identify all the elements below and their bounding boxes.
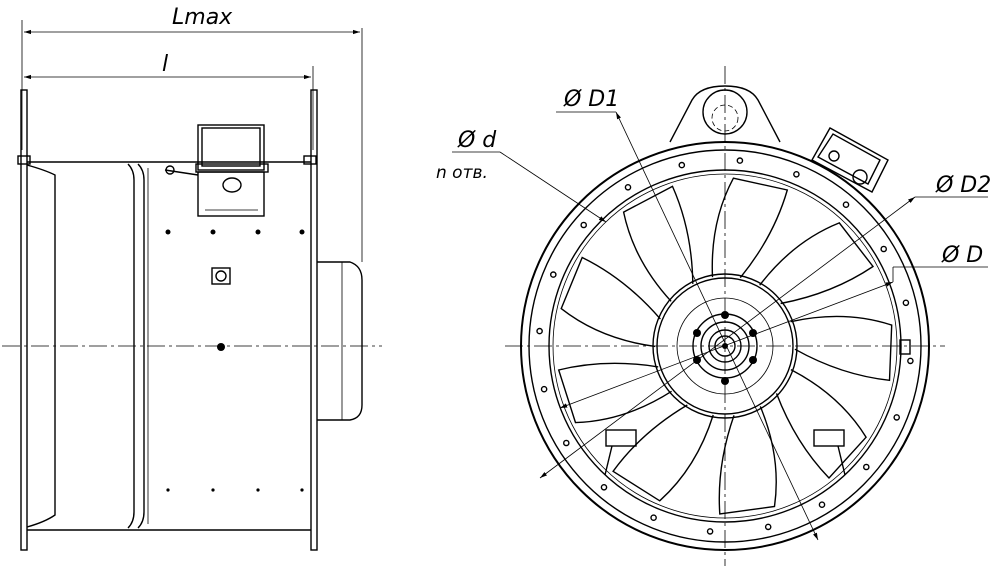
flange-bolt-hole xyxy=(880,245,888,253)
l-label: l xyxy=(162,52,168,77)
fan-blade xyxy=(612,404,714,502)
fan-housing-side xyxy=(17,89,363,551)
hole-diameter-label: Ø d xyxy=(457,128,497,153)
d1-label: Ø D1 xyxy=(563,87,619,112)
fan-blade xyxy=(790,315,893,382)
d1-dimension: Ø D1 xyxy=(556,87,819,541)
side-bolts xyxy=(165,229,305,492)
lmax-dimension: Lmax xyxy=(21,5,363,262)
terminal-box-front xyxy=(811,127,889,193)
flange-bolt-hole xyxy=(624,183,632,191)
flange-bolt-hole xyxy=(678,161,686,169)
flange-bolt-hole xyxy=(902,299,910,307)
flange-bolt-hole xyxy=(580,221,588,229)
flange-bolt-hole xyxy=(793,170,800,178)
terminal-box-side xyxy=(164,124,269,217)
lmax-label: Lmax xyxy=(172,5,233,30)
flange-bolt-hole xyxy=(706,528,714,535)
flange-bolt-hole xyxy=(536,327,543,335)
l-dimension: l xyxy=(24,52,314,150)
front-view: Ø D1 Ø d n отв. Ø D2 Ø D xyxy=(436,66,991,566)
hole-count-label: n отв. xyxy=(436,163,488,183)
flange-bolt-hole xyxy=(863,463,870,471)
flange-bolt-hole xyxy=(563,439,570,447)
d-dimension: Ø D xyxy=(559,243,988,409)
flange-bolt-hole xyxy=(540,385,548,393)
flange-bolt-hole xyxy=(893,414,901,421)
flange-bolt-hole xyxy=(842,201,850,208)
mounting-lug xyxy=(669,85,781,143)
fan-blade xyxy=(560,256,661,348)
d-label: Ø D xyxy=(941,243,983,268)
d2-dimension: Ø D2 xyxy=(539,173,991,479)
flange-bolt-hole xyxy=(736,157,744,164)
fan-blade xyxy=(711,177,789,279)
fan-blade xyxy=(622,185,694,302)
flange-bolt-hole xyxy=(550,271,557,278)
flange-bolt-hole xyxy=(650,514,657,522)
flange-bolt-hole xyxy=(818,501,826,509)
d2-label: Ø D2 xyxy=(935,173,991,198)
flange-bolt-hole xyxy=(907,357,914,365)
fan-blade xyxy=(718,406,777,515)
flange-bolt-hole xyxy=(764,523,772,531)
side-view: Lmax l xyxy=(2,5,382,551)
hole-dimension: Ø d n отв. xyxy=(436,128,607,223)
flange-bolt-hole xyxy=(600,483,608,491)
